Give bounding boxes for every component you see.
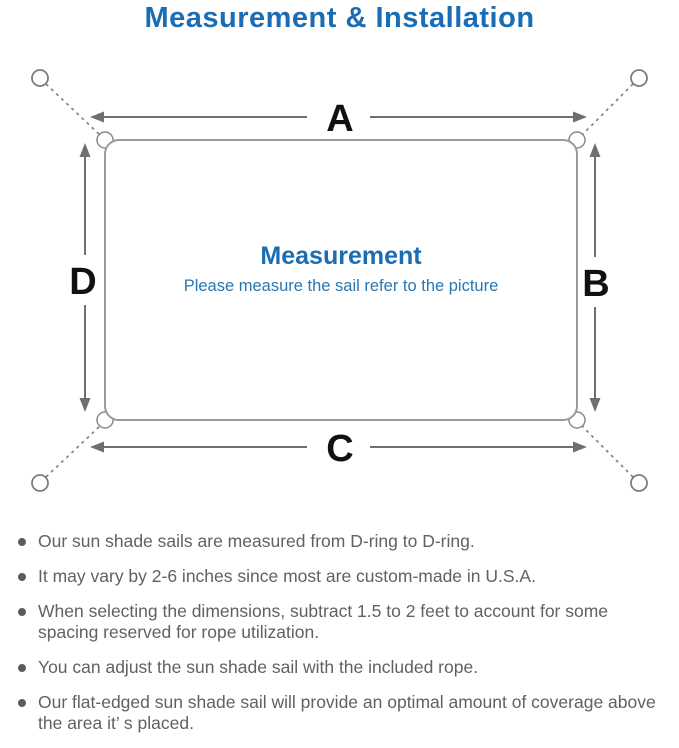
note-text: You can adjust the sun shade sail with t… [38, 657, 479, 677]
tie-line-bottom-left [45, 425, 101, 478]
tie-lines [45, 83, 634, 478]
diagram-center-text: Measurement Please measure the sail refe… [105, 242, 577, 296]
arrowhead-left-icon [90, 111, 104, 123]
arrowhead-right-icon [573, 111, 587, 123]
list-item: It may vary by 2-6 inches since most are… [14, 566, 664, 587]
tie-line-top-right [581, 83, 634, 136]
note-text: It may vary by 2-6 inches since most are… [38, 566, 536, 586]
arrowhead-down-icon [589, 398, 601, 412]
anchor-ring-icon [31, 474, 49, 492]
dimension-label-b: B [582, 263, 609, 305]
tie-line-top-left [45, 83, 101, 136]
bullet-dot-icon [18, 538, 26, 546]
arrowhead-right-icon [573, 441, 587, 453]
note-text: Our flat-edged sun shade sail will provi… [38, 692, 656, 733]
arrowhead-left-icon [90, 441, 104, 453]
note-text: Our sun shade sails are measured from D-… [38, 531, 475, 551]
list-item: When selecting the dimensions, subtract … [14, 601, 664, 643]
page-title: Measurement & Installation [144, 2, 535, 34]
measurement-notes-list: Our sun shade sails are measured from D-… [14, 531, 664, 748]
note-text: When selecting the dimensions, subtract … [38, 601, 609, 642]
anchor-ring-icon [31, 69, 49, 87]
bullet-dot-icon [18, 699, 26, 707]
measurement-subheading: Please measure the sail refer to the pic… [183, 277, 499, 295]
arrowhead-up-icon [589, 143, 601, 157]
dimension-arrow-lines [84, 116, 596, 448]
anchor-points [31, 69, 648, 492]
sail-outline [104, 139, 578, 421]
dimension-labels: A B C D [69, 98, 609, 470]
dimension-arrow-heads [79, 111, 601, 453]
bullet-dot-icon [18, 664, 26, 672]
dimension-label-c: C [326, 428, 353, 470]
arrowhead-down-icon [79, 398, 91, 412]
dimension-label-a: A [326, 98, 353, 140]
tie-line-bottom-right [581, 425, 634, 478]
list-item: Our flat-edged sun shade sail will provi… [14, 692, 664, 734]
bullet-dot-icon [18, 608, 26, 616]
list-item: Our sun shade sails are measured from D-… [14, 531, 664, 552]
dimension-label-d: D [69, 261, 96, 303]
bullet-dot-icon [18, 573, 26, 581]
anchor-ring-icon [630, 474, 648, 492]
measurement-heading: Measurement [260, 242, 422, 270]
arrowhead-up-icon [79, 143, 91, 157]
anchor-ring-icon [630, 69, 648, 87]
list-item: You can adjust the sun shade sail with t… [14, 657, 664, 678]
